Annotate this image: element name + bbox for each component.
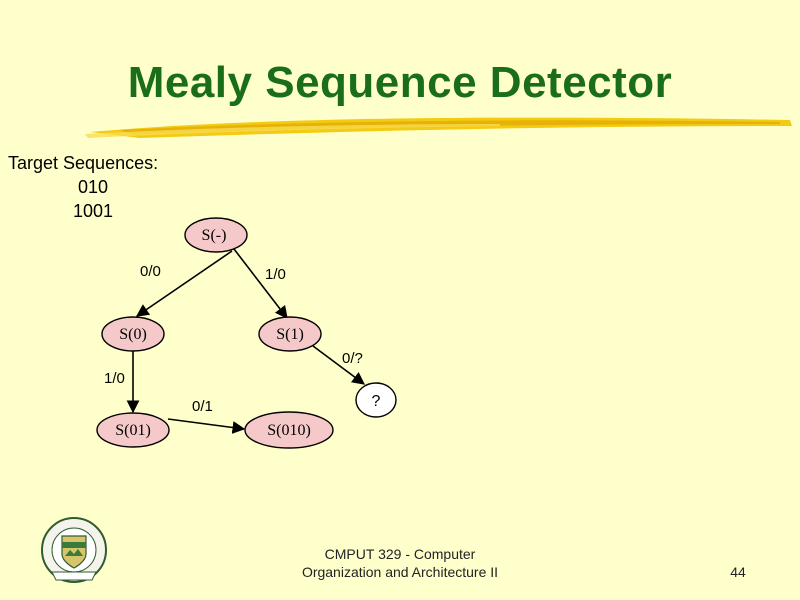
footer-course-line-2: Organization and Architecture II <box>301 564 499 580</box>
title-underline-brush-stroke <box>85 117 792 138</box>
target-sequences: Target Sequences: 010 1001 <box>8 151 188 223</box>
edge-label-s01-to-s010: 0/1 <box>192 398 213 415</box>
state-node-s010: S(010) <box>244 411 334 449</box>
edge-s1-to-unknown <box>312 345 366 385</box>
footer-course-name: CMPUT 329 - Computer Organization and Ar… <box>240 545 560 581</box>
edge-label-s-empty-to-s1: 1/0 <box>265 266 286 283</box>
state-node-s0: S(0) <box>101 316 165 352</box>
state-label-s-empty: S(-) <box>202 227 227 244</box>
slide-title: Mealy Sequence Detector <box>127 58 673 107</box>
edge-s-empty-to-s1 <box>233 248 288 320</box>
state-label-s010: S(010) <box>267 422 311 439</box>
state-label-unknown: ? <box>372 393 381 410</box>
state-node-s1: S(1) <box>258 316 322 352</box>
state-node-unknown: ? <box>355 382 397 418</box>
state-node-s01: S(01) <box>96 412 170 448</box>
university-of-alberta-crest-icon <box>41 517 107 583</box>
edge-s-empty-to-s0 <box>135 250 233 317</box>
state-label-s01: S(01) <box>115 422 151 439</box>
state-node-s-empty: S(-) <box>184 217 248 253</box>
target-sequence-2: 1001 <box>72 201 114 221</box>
edge-label-s-empty-to-s0: 0/0 <box>140 263 161 280</box>
edge-label-s1-to-unknown: 0/? <box>342 350 363 367</box>
target-sequences-label: Target Sequences: <box>8 153 159 173</box>
state-label-s1: S(1) <box>276 326 304 343</box>
page-number: 44 <box>730 564 746 580</box>
target-sequence-1: 010 <box>77 177 109 197</box>
footer-course-line-1: CMPUT 329 - Computer <box>324 546 476 562</box>
edge-label-s0-to-s01: 1/0 <box>104 370 125 387</box>
state-label-s0: S(0) <box>119 326 147 343</box>
edge-s01-to-s010 <box>167 418 246 434</box>
